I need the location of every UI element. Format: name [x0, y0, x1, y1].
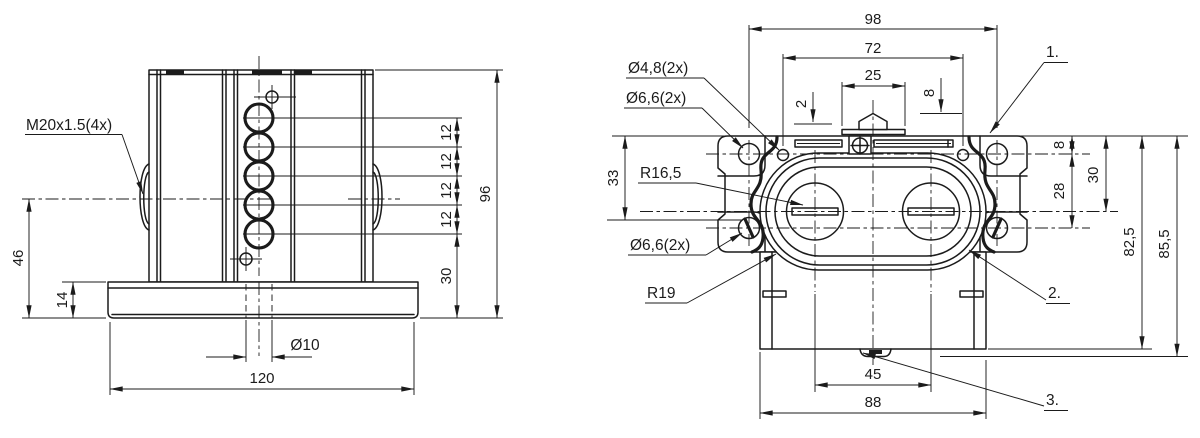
label-d66-top: Ø6,6(2x)	[624, 90, 744, 149]
r19-text: R19	[647, 285, 675, 302]
dim-33-label: 33	[605, 170, 622, 187]
dim-28: 28	[1051, 153, 1075, 229]
top-view: 98 72 25 2 8 Ø4,8(2x)	[605, 11, 1188, 419]
dim-8-top: 8	[920, 78, 962, 114]
top-vent-slot	[166, 70, 184, 75]
top-strip	[794, 112, 954, 155]
label-d66-bottom: Ø6,6(2x)	[628, 232, 743, 256]
dim-45: 45	[814, 294, 932, 392]
callout-1: 1.	[989, 44, 1068, 134]
dim-terminal-pitch-chain: 12 12 12 12 30	[273, 117, 462, 319]
front-base	[107, 281, 419, 319]
label-d48: Ø4,8(2x)	[626, 60, 780, 151]
d48-text: Ø4,8(2x)	[628, 60, 688, 77]
dim-boss-46: 46	[10, 198, 106, 319]
dim-30-label: 30	[438, 268, 455, 285]
dim-88: 88	[759, 352, 987, 419]
pointer-mark	[858, 112, 888, 131]
dim-120-label: 120	[249, 370, 274, 387]
dim-30-right: 30	[1085, 135, 1109, 212]
dim-88-label: 88	[865, 394, 882, 411]
dim-2: 2	[793, 92, 832, 125]
front-view: 12 12 12 12 30 96 46 14 M20x1.5(4x)	[10, 56, 503, 395]
dim-hole-d10: Ø10	[206, 284, 320, 362]
dim-96-label: 96	[477, 186, 494, 203]
callout-2-text: 2.	[1048, 285, 1061, 302]
screw-cross-top	[254, 85, 296, 109]
top-view-centerlines	[640, 100, 1118, 365]
dim-8-top-label: 8	[921, 89, 938, 97]
d66-bottom-text: Ø6,6(2x)	[630, 237, 690, 254]
dim-825-label: 82,5	[1121, 227, 1138, 256]
dim-8-right: 8	[1051, 135, 1075, 155]
callout-3-text: 3.	[1046, 392, 1059, 409]
dim-25-label: 25	[865, 67, 882, 84]
dim-855: 85,5	[940, 135, 1188, 357]
dim-2-label: 2	[793, 100, 810, 108]
dim-14-label: 14	[54, 292, 71, 309]
callout-2: 2.	[968, 249, 1070, 304]
top-vent-slot	[252, 70, 282, 75]
dim-width-120: 120	[109, 322, 415, 395]
dim-lip-14: 14	[54, 281, 106, 319]
dim-12-label: 12	[438, 124, 455, 141]
label-r19: R19	[645, 253, 777, 304]
callout-3: 3.	[862, 352, 1068, 411]
dim-12-label: 12	[438, 153, 455, 170]
dim-98-label: 98	[865, 11, 882, 28]
label-r165: R16,5	[638, 165, 804, 206]
thread-callout: M20x1.5(4x)	[25, 117, 144, 195]
dim-30-right-label: 30	[1085, 167, 1102, 184]
screw-cross-bottom	[230, 247, 262, 271]
thread-label: M20x1.5(4x)	[26, 117, 112, 134]
dim-28-label: 28	[1051, 183, 1068, 200]
dim-825: 82,5	[988, 135, 1152, 350]
dim-height-96: 96	[375, 69, 503, 319]
dim-72-label: 72	[865, 40, 882, 57]
dim-72: 72	[782, 40, 964, 146]
cable-boss-left	[139, 163, 150, 231]
dim-855-label: 85,5	[1156, 229, 1173, 258]
top-vent-slot	[294, 70, 312, 75]
cable-boss-right	[372, 163, 383, 231]
d66-top-text: Ø6,6(2x)	[626, 90, 686, 107]
dim-46-label: 46	[10, 250, 27, 267]
dim-98: 98	[748, 11, 998, 128]
dim-33: 33	[605, 135, 1188, 221]
dim-12-label: 12	[438, 211, 455, 228]
dim-8-right-label: 8	[1051, 141, 1068, 149]
callout-1-text: 1.	[1046, 44, 1059, 61]
dim-d10-label: Ø10	[290, 337, 320, 354]
r165-text: R16,5	[640, 165, 681, 182]
dim-25: 25	[841, 67, 906, 126]
bottom-tab-mark	[869, 350, 882, 354]
dim-12-label: 12	[438, 182, 455, 199]
dim-45-label: 45	[865, 366, 882, 383]
